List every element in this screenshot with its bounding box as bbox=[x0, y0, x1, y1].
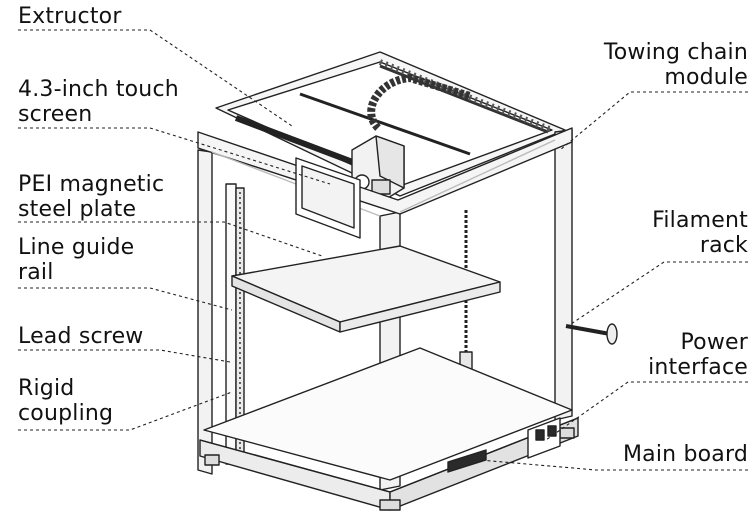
label-towing-line-2: module bbox=[664, 65, 748, 90]
label-rigid-line-2: coupling bbox=[18, 401, 114, 426]
front-left-post bbox=[197, 149, 213, 475]
label-rigid-line-1: Rigid bbox=[18, 376, 75, 401]
label-power-line-2: interface bbox=[648, 355, 748, 380]
towing-chain bbox=[367, 74, 472, 131]
label-towing-chain: Towing chain module bbox=[604, 40, 748, 90]
label-rigid-coupling: Rigid coupling bbox=[18, 376, 113, 426]
label-power-interface: Power interface bbox=[648, 330, 748, 380]
leader-rigid bbox=[18, 391, 233, 431]
label-filament-rack: Filament rack bbox=[652, 208, 748, 258]
extruder bbox=[351, 135, 405, 205]
filament-rack bbox=[565, 323, 618, 345]
leader-extructor bbox=[18, 29, 293, 127]
build-plate bbox=[231, 245, 501, 333]
leader-towing bbox=[559, 91, 748, 151]
main-board-ports bbox=[447, 449, 487, 473]
label-line-guide-line-2: rail bbox=[18, 260, 54, 285]
label-touch-screen: 4.3-inch touch screen bbox=[18, 77, 179, 127]
leader-power bbox=[545, 381, 748, 441]
label-power-line-1: Power bbox=[680, 330, 748, 355]
label-lead-screw: Lead screw bbox=[18, 324, 144, 349]
back-right-post bbox=[554, 129, 573, 421]
label-lead-screw-text: Lead screw bbox=[18, 324, 144, 349]
label-pei-plate: PEI magnetic steel plate bbox=[18, 172, 164, 222]
label-filament-line-1: Filament bbox=[652, 208, 748, 233]
leader-main-board bbox=[479, 459, 748, 471]
label-extructor: Extructor bbox=[18, 4, 122, 29]
label-pei-line-2: steel plate bbox=[18, 197, 137, 222]
label-main-board-text: Main board bbox=[622, 442, 748, 467]
label-towing-line-1: Towing chain bbox=[603, 40, 748, 65]
label-filament-line-2: rack bbox=[699, 233, 748, 258]
label-extructor-text: Extructor bbox=[18, 4, 122, 29]
leader-pei bbox=[18, 221, 323, 257]
label-line-guide: Line guide rail bbox=[18, 235, 134, 285]
power-interface bbox=[527, 417, 561, 459]
label-pei-line-1: PEI magnetic bbox=[18, 172, 165, 197]
label-line-guide-line-1: Line guide bbox=[18, 235, 135, 260]
leader-lines bbox=[18, 29, 748, 471]
front-top-beam bbox=[197, 127, 573, 215]
top-back-frame bbox=[215, 51, 566, 197]
leader-line-guide bbox=[18, 287, 233, 311]
leader-filament bbox=[567, 261, 748, 327]
leader-touch-screen bbox=[18, 127, 331, 185]
label-touch-screen-line-2: screen bbox=[18, 102, 93, 127]
label-main-board: Main board bbox=[623, 442, 748, 467]
label-touch-screen-line-1: 4.3-inch touch bbox=[18, 77, 179, 102]
